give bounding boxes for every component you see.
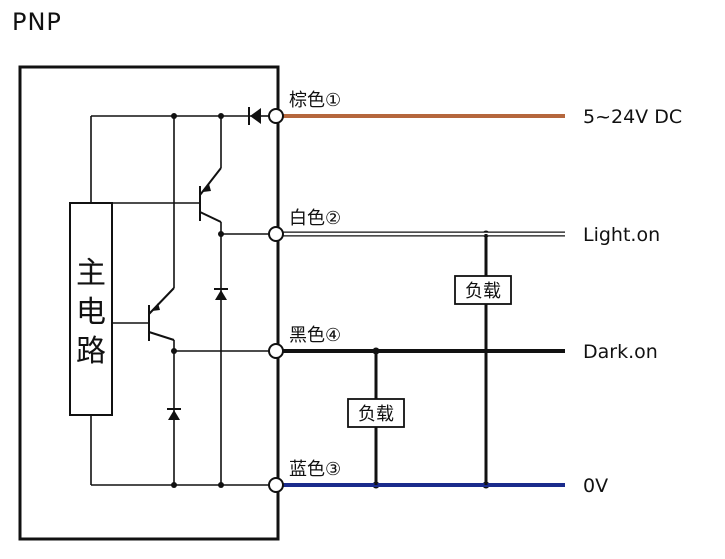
terminal-brown (268, 108, 284, 124)
output-label-ground: 0V (583, 475, 608, 497)
diode-icon (214, 288, 228, 300)
main-circuit-char-3: 路 (76, 334, 106, 369)
terminal-black (268, 343, 284, 359)
wire-label-brown: 棕色① (289, 90, 341, 111)
load-box-dark (347, 398, 405, 428)
main-circuit-char-1: 主 (76, 256, 106, 291)
diode-icon (248, 107, 261, 125)
terminals (268, 108, 284, 493)
wire-label-black: 黑色④ (289, 325, 341, 346)
sensor-housing (18, 65, 280, 541)
wire-label-blue: 蓝色③ (289, 459, 341, 480)
load-box-light (454, 275, 512, 305)
diagram-title: PNP (12, 8, 62, 36)
terminal-white (268, 226, 284, 242)
wire-label-white: 白色② (289, 208, 341, 229)
output-label-light-on: Light.on (583, 224, 660, 246)
main-circuit-char-2: 电 (76, 295, 106, 330)
output-label-dark-on: Dark.on (583, 341, 658, 363)
diode-icon (167, 408, 181, 420)
pnp-transistor-icon (148, 287, 175, 341)
load-label-dark: 负载 (358, 404, 394, 425)
output-label-supply: 5~24V DC (583, 106, 682, 128)
internal-wiring (90, 115, 269, 486)
pnp-transistor-icon (199, 167, 222, 223)
main-circuit-block (69, 202, 113, 416)
terminal-blue (268, 477, 284, 493)
load-label-light: 负载 (465, 281, 501, 302)
